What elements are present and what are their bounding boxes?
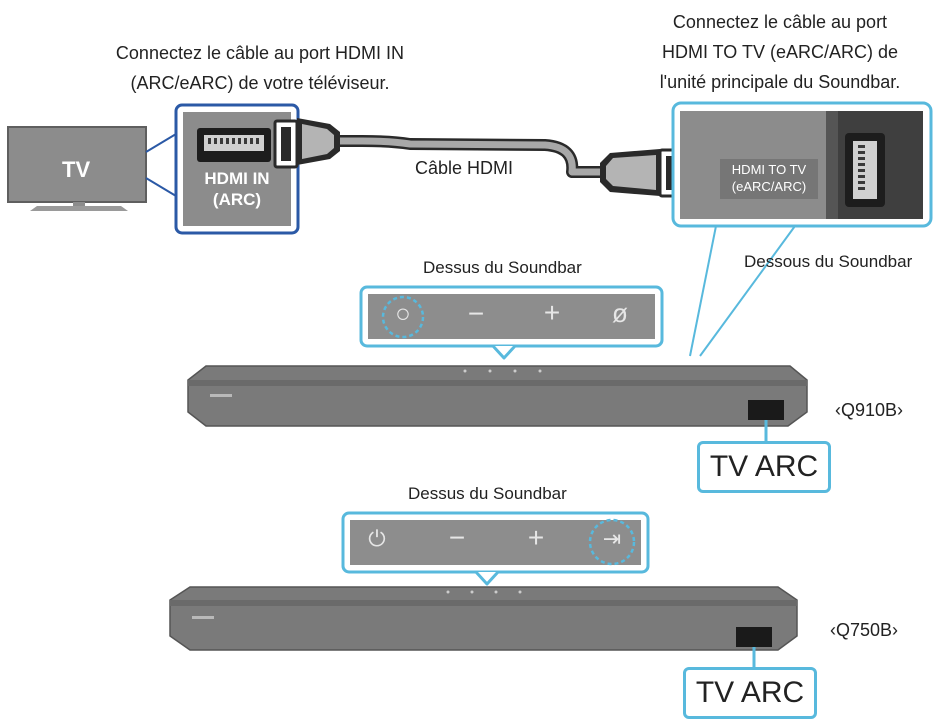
tv-port-pointer: [145, 133, 177, 197]
hdmi-in-label: HDMI IN (ARC): [183, 168, 291, 210]
q910-button-panel: [359, 285, 664, 360]
hdmi-plug-right-icon: [600, 148, 684, 198]
hdmi-plug-left-icon: [273, 118, 340, 169]
soundbar-instruction-line3: l'unité principale du Soundbar.: [659, 72, 901, 92]
q750-model-label: ‹Q750B›: [830, 620, 899, 640]
q750-input-icon: ⇥: [602, 526, 622, 551]
q750-soundbar: [169, 586, 798, 668]
soundbar-instruction: Connectez le câble au port HDMI TO TV (e…: [620, 7, 940, 97]
soundbar-instruction-line2: HDMI TO TV (eARC/ARC) de: [661, 42, 899, 62]
q910-soundbar: [187, 365, 808, 443]
hdmi-in-line1: HDMI IN: [204, 169, 270, 188]
hdmi-to-tv-line1: HDMI TO TV: [731, 162, 807, 177]
q910-volume-down-icon: −: [467, 298, 485, 329]
q910-mute-icon: ø: [612, 298, 628, 328]
hdmi-to-tv-line2: (eARC/ARC): [731, 179, 807, 194]
q910-volume-up-icon: +: [543, 297, 561, 328]
q910-model-label: ‹Q910B›: [835, 400, 904, 420]
hdmi-cable: [334, 135, 606, 178]
tv-icon: [7, 126, 147, 211]
q750-top-label: Dessus du Soundbar: [408, 484, 567, 503]
q910-bottom-label: Dessous du Soundbar: [744, 252, 913, 271]
hdmi-to-tv-port-icon: [845, 133, 885, 207]
tv-label: TV: [62, 157, 91, 182]
q750-volume-down-icon: −: [448, 522, 466, 553]
hdmi-to-tv-label-bg: [720, 159, 818, 199]
bottom-panel-pointer: [689, 225, 717, 357]
tv-instruction-line1: Connectez le câble au port HDMI IN: [115, 43, 405, 63]
q910-power-button-icon: ○: [395, 298, 411, 328]
q750-volume-up-icon: +: [527, 522, 545, 553]
bottom-panel-pointer-2: [699, 225, 796, 357]
q910-tv-arc-callout: TV ARC: [697, 441, 831, 493]
hdmi-in-line2: (ARC): [212, 190, 262, 209]
hdmi-to-tv-label: HDMI TO TV (eARC/ARC): [720, 161, 818, 195]
tv-instruction: Connectez le câble au port HDMI IN (ARC/…: [20, 38, 500, 98]
q910-top-label: Dessus du Soundbar: [423, 258, 582, 277]
cable-label: Câble HDMI: [415, 158, 514, 178]
q750-tv-arc-callout: TV ARC: [683, 667, 817, 719]
q750-button-panel: [341, 511, 650, 586]
tv-instruction-line2: (ARC/eARC) de votre téléviseur.: [130, 73, 390, 93]
soundbar-instruction-line1: Connectez le câble au port: [672, 12, 888, 32]
hdmi-in-port-icon: [197, 128, 271, 162]
q750-power-button-icon: ⏻: [368, 526, 386, 551]
